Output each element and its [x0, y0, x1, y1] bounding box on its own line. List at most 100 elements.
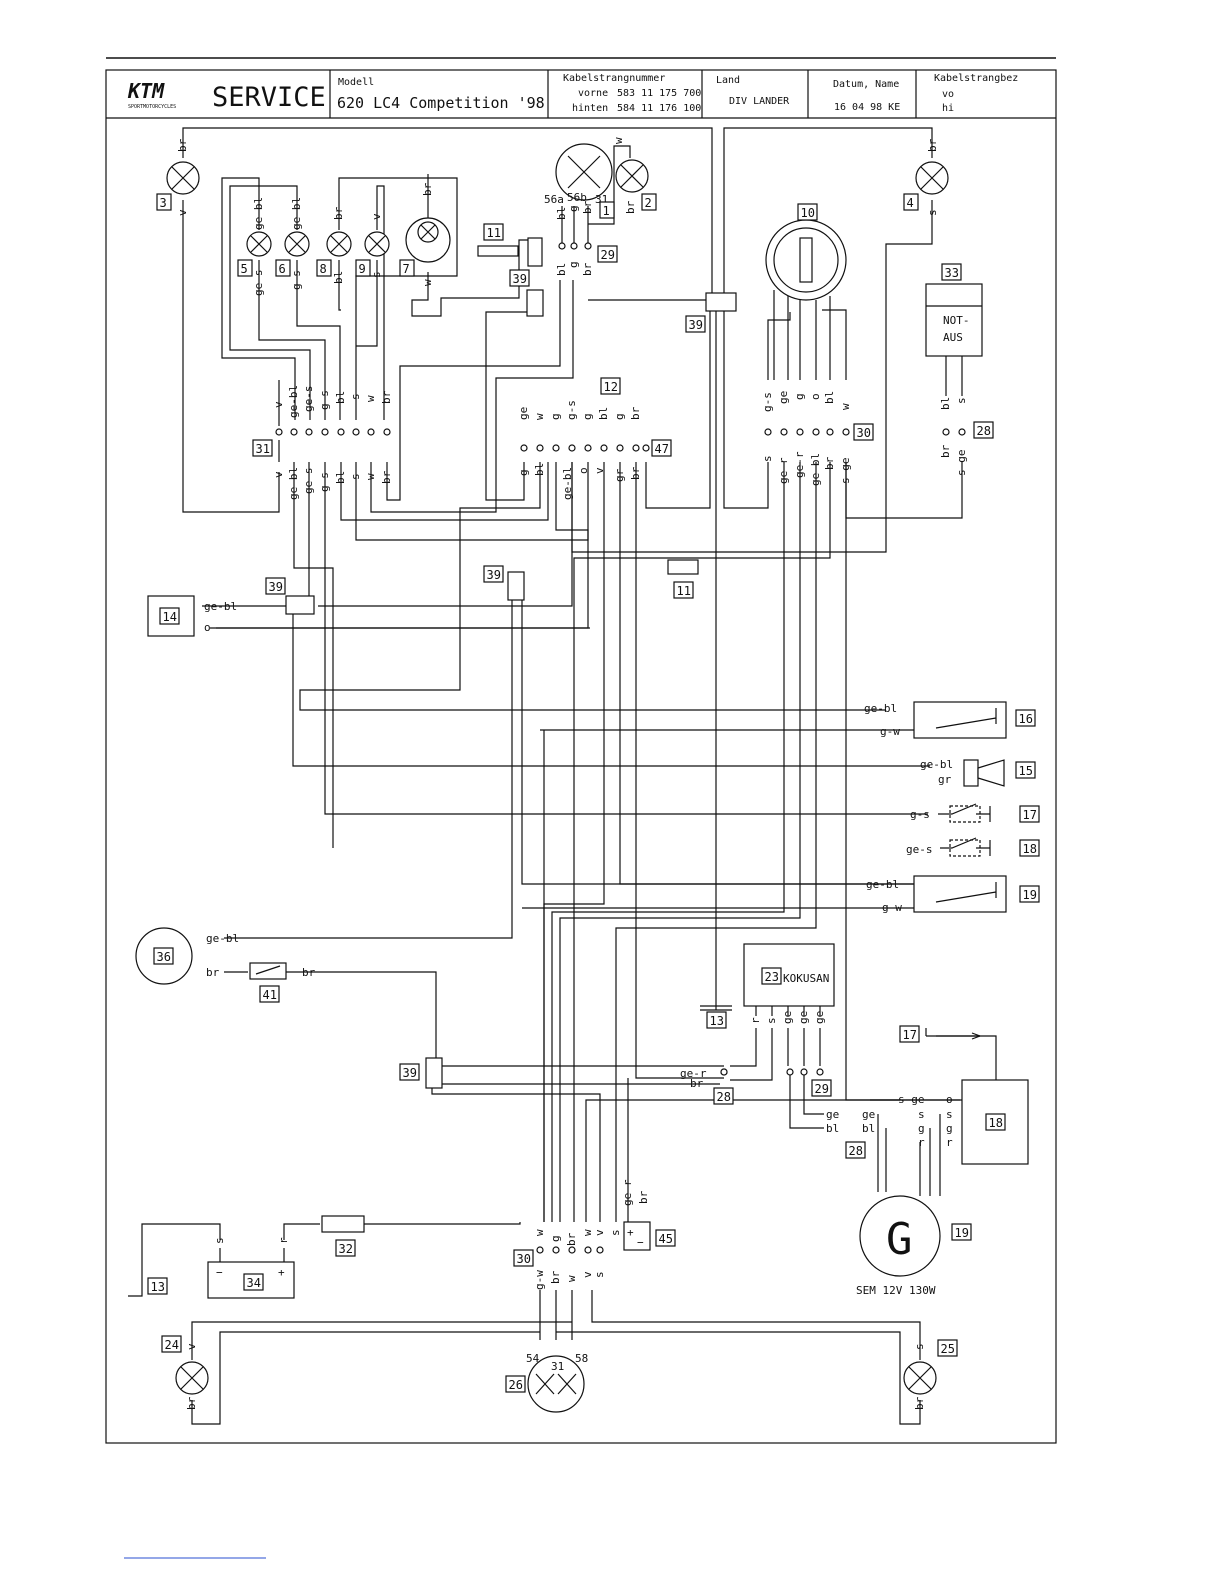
wire-label: ge-bl — [206, 932, 239, 945]
svg-text:34: 34 — [247, 1276, 261, 1290]
svg-text:19: 19 — [955, 1226, 969, 1240]
lamp-24 — [175, 1361, 209, 1395]
wire-label-vertical: v — [272, 401, 285, 408]
component-number-18: 18 — [985, 1113, 1006, 1131]
pin-dot — [290, 428, 298, 436]
component-number-1: 1 — [599, 201, 615, 219]
component-number-30: 30 — [853, 423, 874, 441]
hinten-value: 584 11 176 100 — [617, 103, 701, 114]
wire-label: ge-bl — [920, 758, 953, 771]
land-value: DIV LANDER — [729, 96, 790, 107]
wire-label-vertical: w — [364, 473, 377, 480]
wire-label-vertical: gr — [613, 468, 626, 482]
wire-label-vertical: ge — [517, 407, 530, 420]
wire-label-vertical: o — [577, 467, 590, 474]
svg-text:39: 39 — [403, 1066, 417, 1080]
wire-label: bl — [862, 1122, 875, 1135]
bez-vo: vo — [942, 89, 954, 100]
wire-label: o — [946, 1093, 953, 1106]
datum-value: 16 04 98 KE — [834, 102, 900, 113]
svg-text:31: 31 — [256, 442, 270, 456]
component-number-13: 13 — [706, 1011, 727, 1029]
pin-dot — [568, 444, 576, 452]
svg-text:28: 28 — [977, 424, 991, 438]
wire-label-vertical: s — [609, 1229, 622, 1236]
fuse-32 — [321, 1215, 365, 1233]
component-number-5: 5 — [237, 259, 253, 277]
pin-dot — [536, 1246, 544, 1254]
switch-17 — [938, 803, 991, 823]
wire-label-vertical: br — [581, 262, 594, 276]
wire-label-vertical: bl — [533, 463, 546, 476]
svg-text:7: 7 — [403, 262, 410, 276]
wire-label: g-w — [880, 725, 900, 738]
svg-text:12: 12 — [604, 380, 618, 394]
pin-dot — [780, 428, 788, 436]
component-number-29: 29 — [811, 1079, 832, 1097]
wire-label-vertical: g-w — [533, 1270, 546, 1290]
wire-label: ge-bl — [204, 600, 237, 613]
kokusan-label: KOKUSAN — [783, 972, 829, 985]
bez-label: Kabelstrangbez — [934, 73, 1018, 84]
svg-text:28: 28 — [849, 1144, 863, 1158]
wire-label-vertical: s — [593, 1271, 606, 1278]
component-number-15: 15 — [1015, 761, 1036, 779]
wire-label-vertical: ge-s — [252, 270, 265, 297]
wire-label-vertical: w — [839, 403, 852, 410]
wire-label-vertical: r — [277, 1237, 290, 1244]
wire-label: r — [946, 1136, 953, 1149]
headlamp-1: 56a 56b 31 — [544, 143, 631, 246]
pin-dot — [764, 428, 772, 436]
generator-spec: SEM 12V 130W — [856, 1284, 936, 1297]
wire-label-vertical: g-s — [290, 270, 303, 290]
pin-dot — [352, 428, 360, 436]
svg-text:28: 28 — [717, 1090, 731, 1104]
switch-16 — [913, 701, 1007, 739]
bez-hi: hi — [942, 103, 954, 114]
wire-label-vertical: br — [380, 470, 393, 484]
wire-label-vertical: bl — [334, 391, 347, 404]
wire-label-vertical: g — [567, 261, 580, 268]
svg-text:8: 8 — [320, 262, 327, 276]
wire-label-vertical: br — [913, 1396, 926, 1410]
pin-56b: 56b — [567, 191, 587, 204]
pin-dot — [584, 242, 592, 250]
wire-label: bl — [826, 1122, 839, 1135]
wire-label-vertical: ge-bl — [287, 385, 300, 418]
wire-label-vertical: g-s — [761, 392, 774, 412]
wire-label-vertical: s — [765, 1017, 778, 1024]
wire-label-vertical: r — [749, 1017, 762, 1024]
wire-label-vertical: ge-bl — [252, 197, 265, 230]
wire-label-vertical: v — [581, 1271, 594, 1278]
switch-41 — [249, 962, 287, 980]
component-number-2: 2 — [641, 193, 657, 211]
wire-label-vertical: s — [926, 209, 939, 216]
pin-dot — [552, 444, 560, 452]
modell-label: Modell — [338, 77, 374, 88]
component-number-19: 19 — [951, 1223, 972, 1241]
component-number-17: 17 — [1019, 805, 1040, 823]
fuse-11-mid — [667, 559, 699, 575]
svg-text:41: 41 — [263, 988, 277, 1002]
svg-text:26: 26 — [509, 1378, 523, 1392]
pin-dot — [558, 242, 566, 250]
pin-dot — [584, 444, 592, 452]
pin-31-rear: 31 — [551, 1360, 564, 1373]
wire-label: ge-bl — [866, 878, 899, 891]
wire-label-vertical: br — [185, 1396, 198, 1410]
wire-label-vertical: br — [380, 390, 393, 404]
wire-label-vertical: br — [629, 406, 642, 420]
svg-text:1: 1 — [603, 204, 610, 218]
component-number-39: 39 — [483, 565, 504, 583]
component-number-12: 12 — [600, 377, 621, 395]
taillight-26: 54 31 58 — [526, 1352, 588, 1413]
lamp-2 — [615, 159, 649, 193]
wire-label-vertical: s-ge — [955, 450, 968, 477]
component-number-34: 34 — [243, 1273, 264, 1291]
wire-label-vertical: ge — [777, 391, 790, 404]
component-number-29: 29 — [597, 245, 618, 263]
svg-text:36: 36 — [157, 950, 171, 964]
svg-text:11: 11 — [677, 584, 691, 598]
svg-text:3: 3 — [160, 196, 167, 210]
pin-dot — [826, 428, 834, 436]
